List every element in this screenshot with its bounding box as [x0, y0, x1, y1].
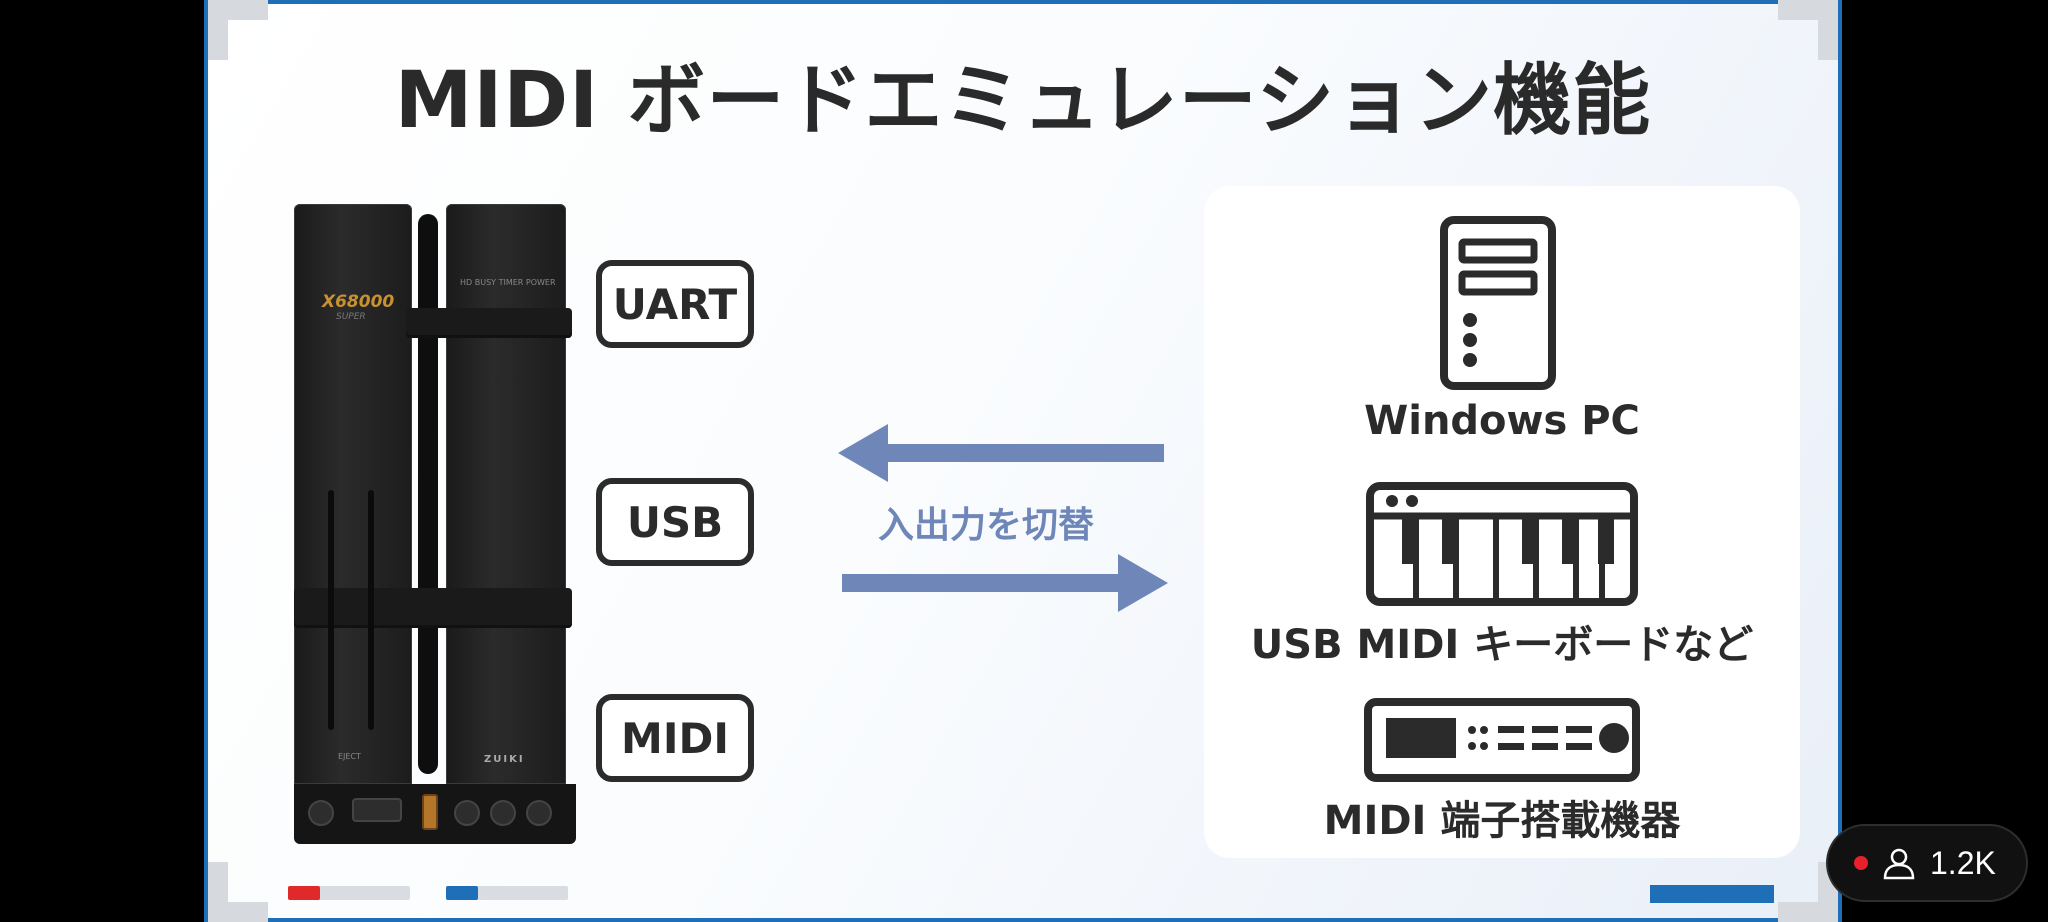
joystick-port: [490, 800, 516, 826]
device-bridge: [294, 588, 572, 628]
arrow-right-icon: [842, 554, 1168, 612]
device-left-tower: [294, 204, 412, 784]
eject-label: EJECT: [338, 752, 361, 761]
person-icon: [1883, 848, 1915, 880]
joystick-port: [526, 800, 552, 826]
switch-io-label: 入出力を切替: [878, 505, 1095, 546]
corner-bracket: [208, 862, 268, 922]
slide-progress-fill: [446, 886, 478, 900]
device-logo: X68000: [322, 292, 395, 312]
target-label-usb-midi-keyboard: USB MIDI キーボードなど: [1250, 622, 1754, 668]
corner-bracket: [1778, 0, 1838, 60]
headphone-port: [308, 800, 334, 826]
interface-tag-uart: UART: [596, 260, 754, 348]
interface-tag-midi: MIDI: [596, 694, 754, 782]
desktop-tower-icon: [1440, 216, 1556, 390]
device-right-tower: [446, 204, 566, 784]
slide-accent-bar: [1650, 885, 1774, 903]
volume-knob: [454, 800, 480, 826]
slide-progress-fill: [288, 886, 320, 900]
slide-progress-bar: [446, 886, 568, 900]
device-center-gap: [418, 214, 438, 774]
midi-rack-device-icon: [1364, 698, 1640, 782]
viewer-count-badge[interactable]: 1.2K: [1826, 824, 2028, 902]
live-dot-icon: [1854, 856, 1868, 870]
x68000-device-image: X68000 SUPER HD BUSY TIMER POWER EJECT Z…: [294, 204, 576, 844]
arrow-left-icon: [838, 424, 1164, 482]
corner-bracket: [208, 0, 268, 60]
floppy-slot: [328, 490, 334, 730]
target-devices-panel: Windows PC: [1204, 186, 1800, 858]
viewer-count: 1.2K: [1930, 844, 1996, 881]
slide-frame-top: [208, 0, 1838, 4]
device-bridge: [406, 308, 572, 338]
slide-frame-bottom: [208, 918, 1838, 922]
device-logo-sub: SUPER: [336, 312, 366, 322]
target-label-midi-device: MIDI 端子搭載機器: [1323, 798, 1681, 844]
corner-bracket: [1778, 862, 1838, 922]
presentation-slide: MIDI ボードエミュレーション機能 X68000 SUPER HD BUSY …: [204, 0, 1842, 922]
serial-port: [352, 798, 402, 822]
slide-progress-bar: [288, 886, 410, 900]
keyboard-icon: [1366, 482, 1638, 606]
device-indicator-labels: HD BUSY TIMER POWER: [460, 278, 556, 287]
device-brand: ZUIKI: [484, 754, 525, 765]
target-label-windows-pc: Windows PC: [1364, 398, 1640, 444]
usb-port: [422, 794, 438, 830]
device-front-panel: [294, 784, 576, 844]
interface-tag-usb: USB: [596, 478, 754, 566]
slide-title: MIDI ボードエミュレーション機能: [394, 56, 1652, 146]
floppy-slot: [368, 490, 374, 730]
